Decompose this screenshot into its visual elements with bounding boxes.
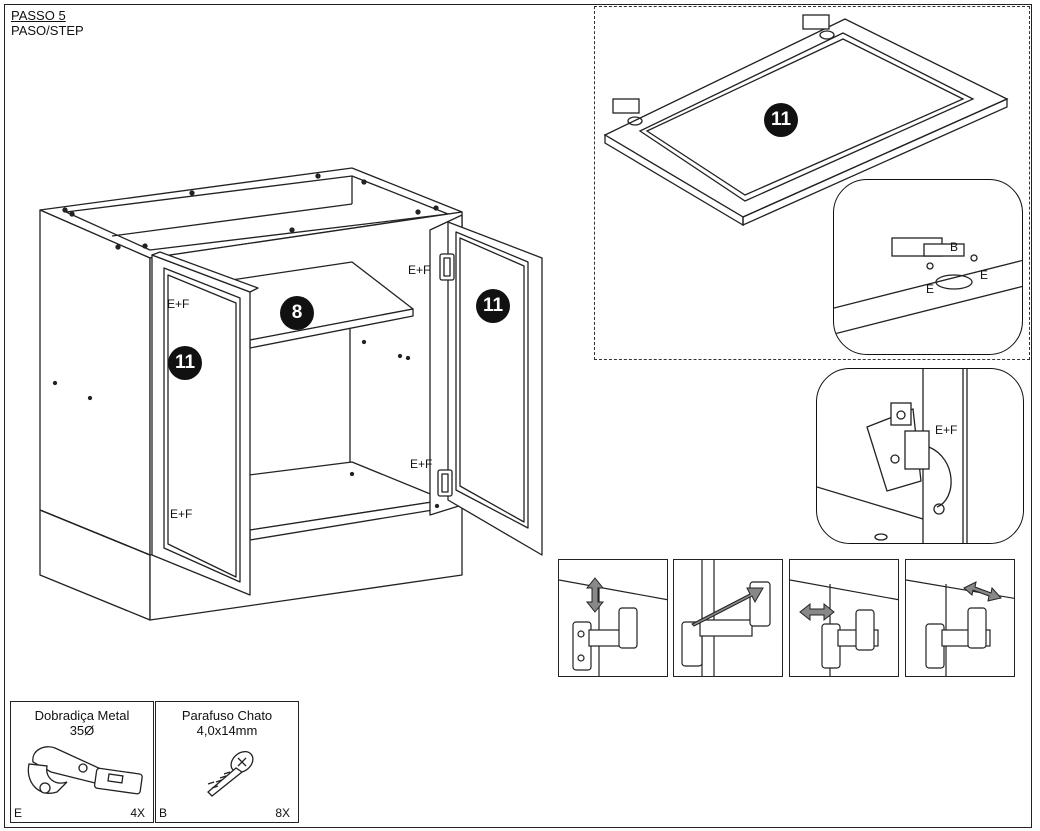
horizontal-adjust-drawing — [790, 579, 898, 676]
hinge-label-right-bottom: E+F — [410, 457, 433, 471]
part-hinge-name-line1: Dobradiça Metal — [34, 708, 130, 723]
part-hinge-qty: 4X — [130, 806, 145, 820]
step-subtitle: PASO/STEP — [11, 23, 84, 38]
hinge-icon — [27, 746, 143, 795]
part-screw: Parafuso Chato 4,0x14mm B 8X — [155, 701, 299, 823]
hinge-closeup-top-drawing — [834, 237, 1022, 335]
hinge-label-left-bottom: E+F — [170, 507, 193, 521]
screw-icon — [207, 751, 254, 797]
part-screw-name: Parafuso Chato 4,0x14mm — [156, 708, 298, 738]
door-detail-panel: 11 B E E — [594, 6, 1030, 360]
step-title: PASSO 5 PASO/STEP — [11, 8, 84, 38]
hinge-closeup-label: E+F — [935, 423, 958, 437]
part-screw-code: B — [159, 806, 168, 820]
hinge-closeup-side: E+F — [816, 368, 1024, 544]
part-screw-name-line1: Parafuso Chato — [181, 708, 273, 723]
part-screw-qty: 8X — [275, 806, 290, 820]
depth-adjust-drawing — [681, 560, 771, 676]
part-hinge-name: Dobradiça Metal 35Ø — [11, 708, 153, 738]
adjust-panel-vertical — [558, 559, 668, 677]
hinge-label-left-top: E+F — [167, 297, 190, 311]
right-door-part-badge: 11 — [476, 289, 510, 323]
part-hinge-name-line2: 35Ø — [69, 723, 95, 738]
shelf-part-badge: 8 — [280, 296, 314, 330]
detail-label-e-left: E — [926, 282, 935, 296]
door-detail-drawing — [603, 14, 1009, 227]
adjust-panel-side — [905, 559, 1015, 677]
part-screw-name-line2: 4,0x14mm — [196, 723, 258, 738]
adjust-panel-depth — [673, 559, 783, 677]
hinge-closeup-top: B E E — [833, 179, 1023, 355]
page-frame — [4, 4, 1032, 828]
left-door-part-badge: 11 — [168, 346, 202, 380]
vertical-adjust-drawing — [559, 577, 667, 676]
detail-label-b: B — [950, 240, 959, 254]
step-number: PASSO 5 — [11, 8, 66, 23]
detail-door-part-badge: 11 — [764, 103, 798, 137]
hinge-label-right-top: E+F — [408, 263, 431, 277]
hinge-closeup-side-drawing — [817, 369, 968, 543]
part-hinge-code: E — [14, 806, 23, 820]
part-hinge: Dobradiça Metal 35Ø E 4X — [10, 701, 154, 823]
detail-label-e-right: E — [980, 268, 989, 282]
adjust-panel-horizontal — [789, 559, 899, 677]
side-adjust-drawing — [906, 579, 1014, 676]
